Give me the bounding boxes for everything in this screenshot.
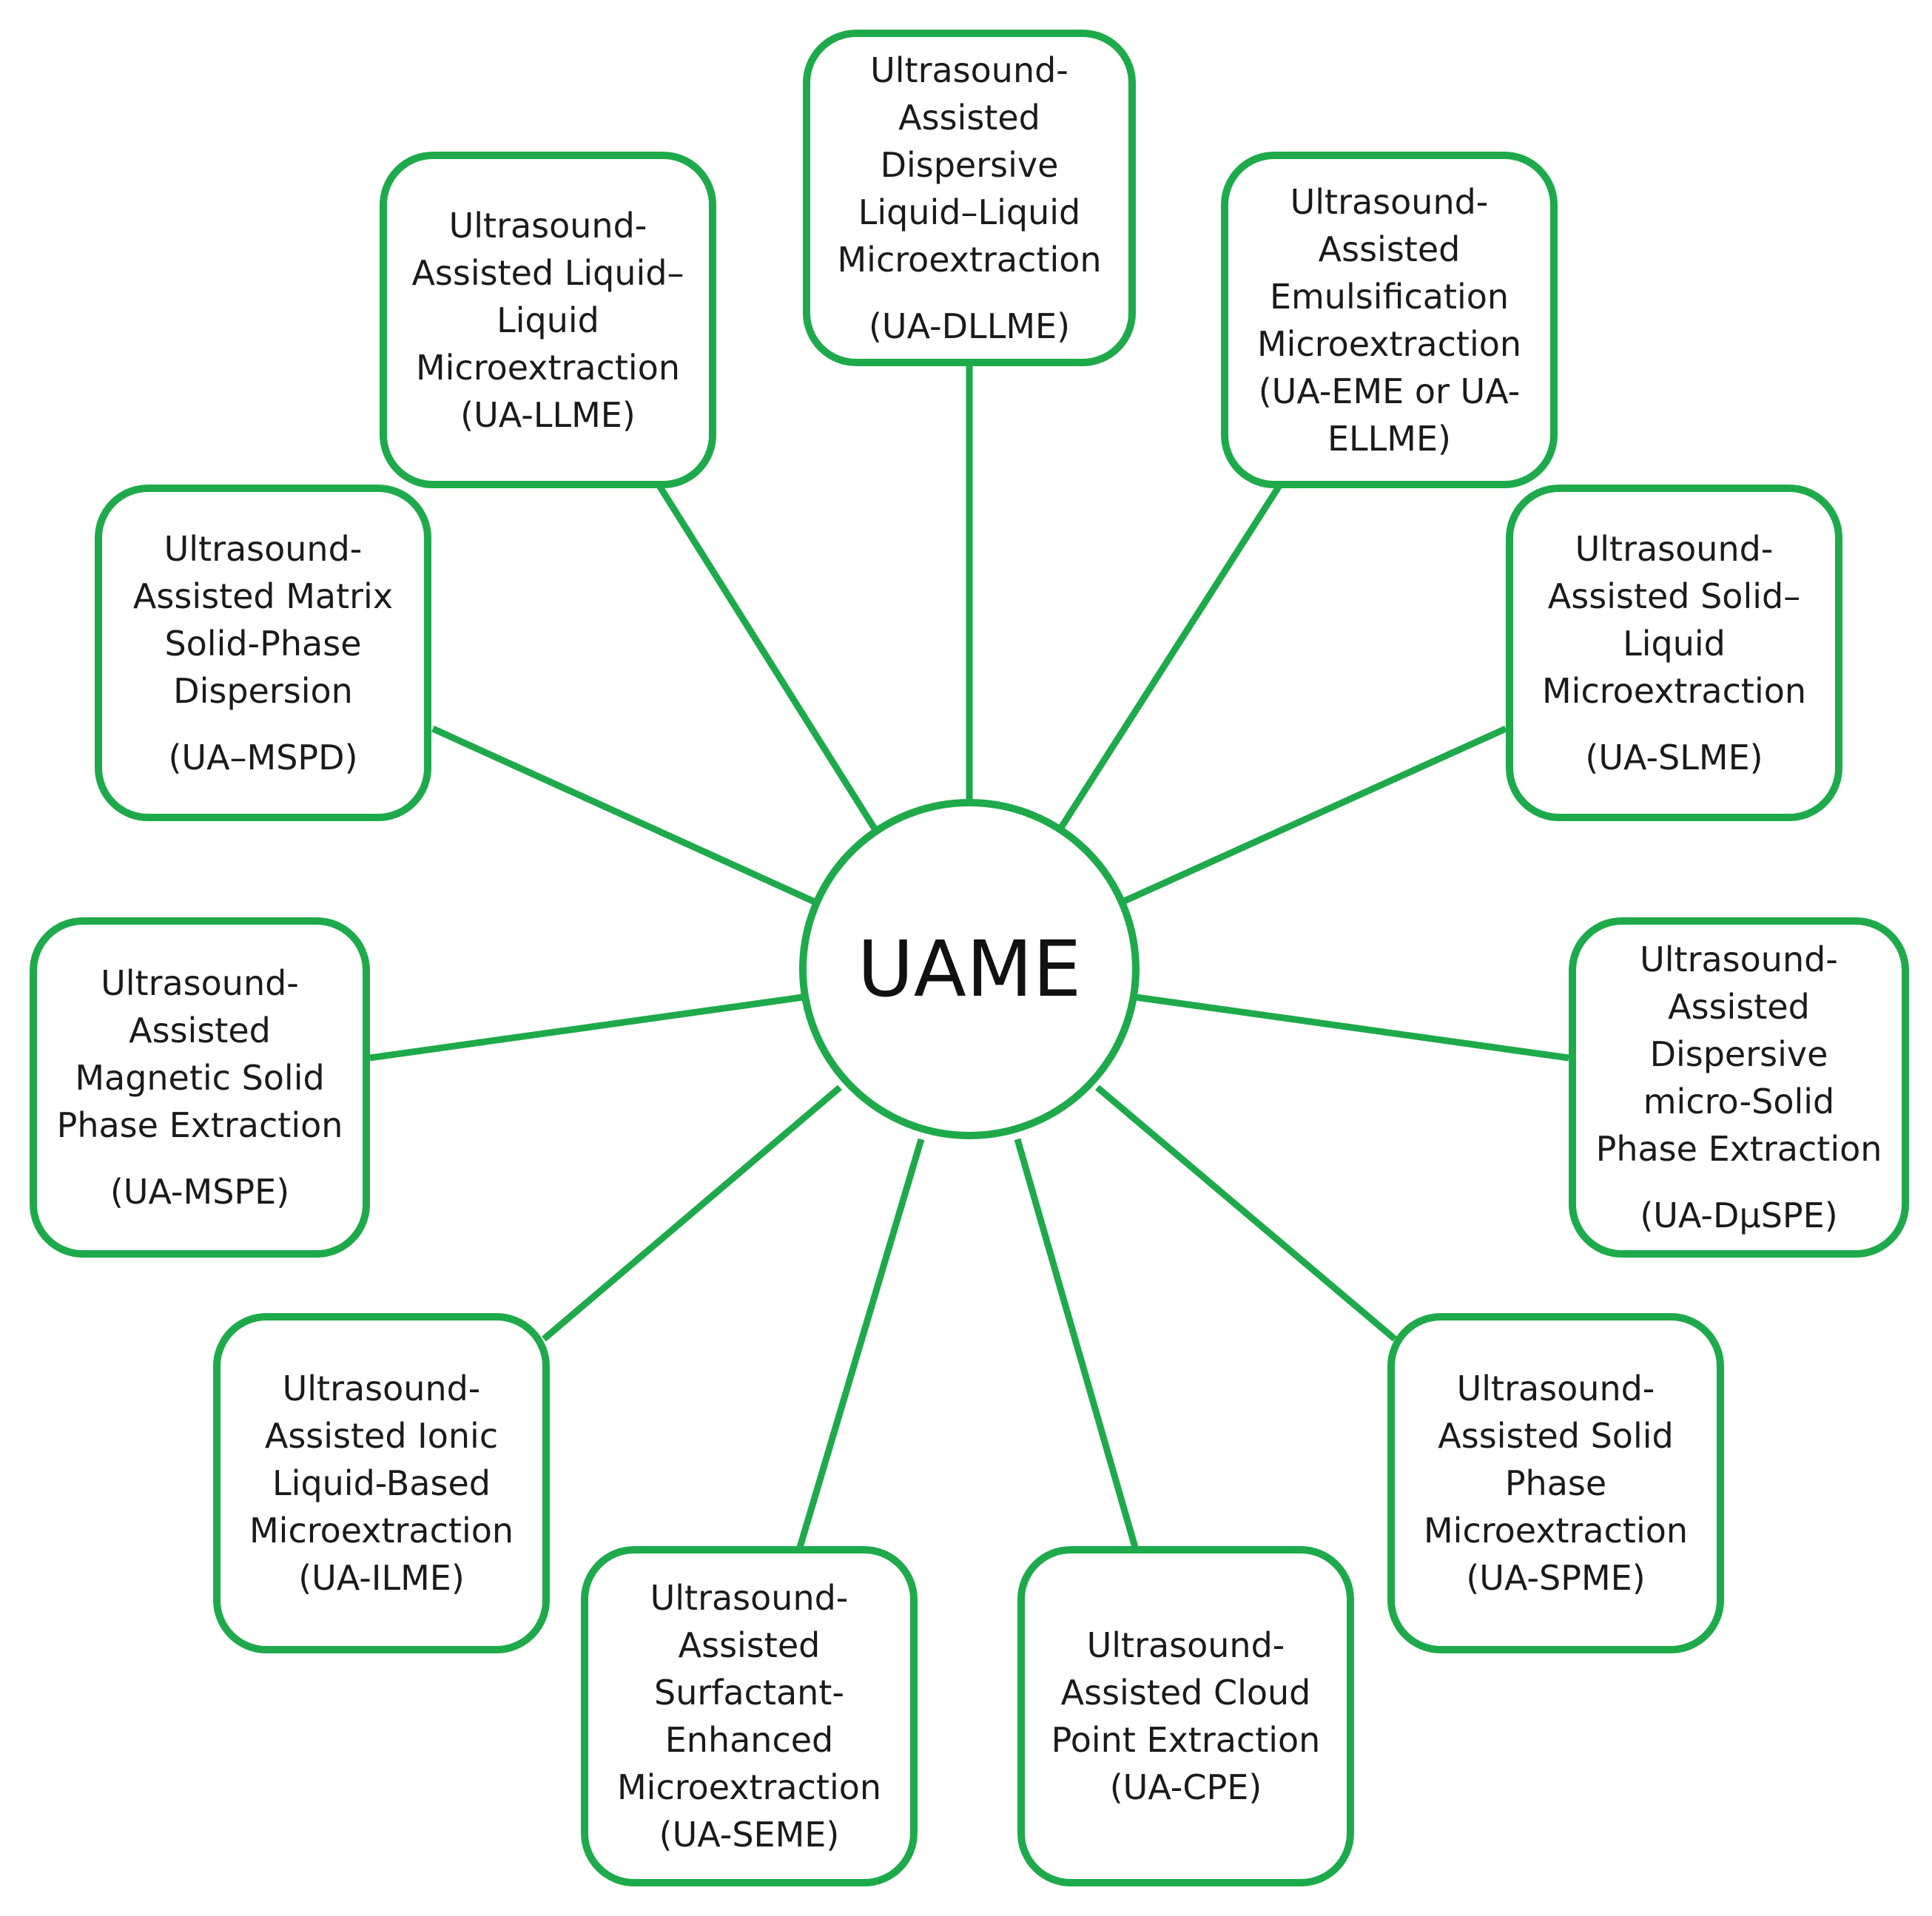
node-ua-slme-abbr: (UA-SLME) <box>1585 737 1763 777</box>
node-ua-mspe: Ultrasound- Assisted Magnetic Solid Phas… <box>30 917 370 1258</box>
node-ua-cpe-name: Ultrasound- Assisted Cloud Point Extract… <box>1051 1625 1321 1760</box>
connector-seme <box>795 1138 925 1551</box>
node-ua-ilme-abbr: (UA-ILME) <box>298 1558 465 1598</box>
hub-circle <box>799 799 1140 1139</box>
node-ua-eme-abbr: (UA-EME or UA- ELLME) <box>1258 371 1521 459</box>
node-ua-spme-name: Ultrasound- Assisted Solid Phase Microex… <box>1423 1369 1689 1551</box>
connector-cpe <box>1014 1138 1140 1551</box>
connector-spme <box>1095 1085 1397 1342</box>
node-ua-llme: Ultrasound- Assisted Liquid– Liquid Micr… <box>380 152 716 488</box>
connector-slme <box>1120 725 1507 906</box>
node-ua-slme-name: Ultrasound- Assisted Solid– Liquid Micro… <box>1541 528 1807 711</box>
node-ua-dllme: Ultrasound- Assisted Dispersive Liquid–L… <box>803 30 1136 366</box>
node-ua-mspe-abbr: (UA-MSPE) <box>110 1172 290 1212</box>
node-ua-dllme-name: Ultrasound- Assisted Dispersive Liquid–L… <box>837 50 1102 280</box>
node-ua-cpe: Ultrasound- Assisted Cloud Point Extract… <box>1017 1546 1354 1886</box>
node-ua-spme: Ultrasound- Assisted Solid Phase Microex… <box>1387 1313 1724 1653</box>
node-ua-duspe: Ultrasound- Assisted Dispersive micro-So… <box>1569 917 1909 1258</box>
connector-mspd <box>431 725 818 906</box>
node-ua-seme-name: Ultrasound- Assisted Surfactant- Enhance… <box>616 1578 882 1807</box>
node-ua-ilme-name: Ultrasound- Assisted Ionic Liquid-Based … <box>249 1369 514 1551</box>
node-ua-eme-name: Ultrasound- Assisted Emulsification Micr… <box>1256 181 1522 364</box>
node-ua-llme-abbr: (UA-LLME) <box>460 394 636 435</box>
node-ua-mspd-name: Ultrasound- Assisted Matrix Solid-Phase … <box>132 528 394 711</box>
node-ua-mspd: Ultrasound- Assisted Matrix Solid-Phase … <box>95 485 431 821</box>
node-ua-llme-name: Ultrasound- Assisted Liquid– Liquid Micr… <box>411 205 684 388</box>
node-ua-mspd-abbr: (UA–MSPD) <box>168 737 358 777</box>
node-ua-ilme: Ultrasound- Assisted Ionic Liquid-Based … <box>213 1313 550 1653</box>
connector-ilme <box>542 1085 842 1342</box>
node-ua-duspe-name: Ultrasound- Assisted Dispersive micro-So… <box>1595 940 1882 1169</box>
hub-label: UAME <box>857 924 1082 1014</box>
connector-mspe <box>369 994 804 1062</box>
node-ua-cpe-abbr: (UA-CPE) <box>1109 1767 1262 1807</box>
node-ua-mspe-name: Ultrasound- Assisted Magnetic Solid Phas… <box>56 963 343 1145</box>
node-ua-slme: Ultrasound- Assisted Solid– Liquid Micro… <box>1506 485 1842 821</box>
node-ua-spme-abbr: (UA-SPME) <box>1466 1558 1646 1598</box>
node-ua-eme: Ultrasound- Assisted Emulsification Micr… <box>1221 152 1558 488</box>
connector-duspe <box>1135 994 1569 1062</box>
connector-llme <box>656 482 880 834</box>
node-ua-seme: Ultrasound- Assisted Surfactant- Enhance… <box>581 1546 918 1886</box>
connector-eme <box>1055 482 1283 834</box>
node-ua-seme-abbr: (UA-SEME) <box>659 1815 840 1855</box>
node-ua-duspe-abbr: (UA-DµSPE) <box>1640 1195 1838 1235</box>
node-ua-dllme-abbr: (UA-DLLME) <box>868 306 1071 346</box>
